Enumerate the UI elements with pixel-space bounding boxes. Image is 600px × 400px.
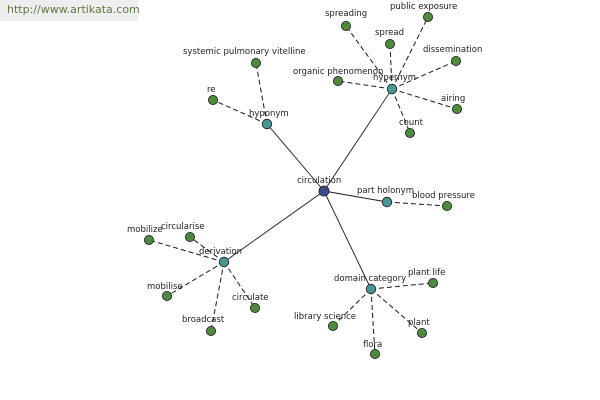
- node-hyponym[interactable]: [261, 118, 273, 130]
- edge-circulation-hyponym: [266, 123, 325, 192]
- edge-derivation-mobilise: [166, 261, 225, 297]
- edge-hyponym-systemic-pulmonary-vitelline: [255, 62, 268, 125]
- leaf-label-organic-phenomenon[interactable]: organic phenomenon: [293, 67, 383, 77]
- relation-label-domain-category[interactable]: domain category: [334, 274, 406, 284]
- watermark: http://www.artikata.com: [0, 0, 140, 21]
- edge-hypernym-public-exposure: [391, 16, 429, 90]
- leaf-label-count[interactable]: count: [399, 118, 424, 128]
- edge-circulation-derivation: [223, 190, 325, 263]
- node-spread[interactable]: [384, 39, 395, 50]
- edge-hypernym-organic-phenomenon: [337, 80, 393, 90]
- leaf-label-plant[interactable]: plant: [408, 318, 430, 328]
- leaf-label-public-exposure[interactable]: public exposure: [390, 2, 457, 12]
- node-dissemination[interactable]: [450, 56, 461, 67]
- node-plant-life[interactable]: [427, 277, 438, 288]
- node-layer: [143, 11, 462, 359]
- center-label-circulation[interactable]: circulation: [297, 176, 341, 186]
- edge-hypernym-spreading: [345, 25, 393, 90]
- leaf-label-flora[interactable]: flora: [363, 340, 382, 350]
- leaf-label-systemic-pulmonary-vitelline[interactable]: systemic pulmonary vitelline: [183, 47, 306, 57]
- edge-domain-category-flora: [370, 288, 376, 355]
- leaf-label-circularise[interactable]: circularise: [161, 222, 205, 232]
- edge-part-holonym-blood-pressure: [386, 201, 448, 207]
- leaf-label-blood-pressure[interactable]: blood pressure: [412, 191, 475, 201]
- edge-domain-category-plant: [370, 288, 423, 334]
- relation-label-part-holonym[interactable]: part holonym: [357, 186, 414, 196]
- node-count[interactable]: [404, 127, 415, 138]
- relation-label-hypernym[interactable]: hypernym: [373, 73, 416, 83]
- node-spreading[interactable]: [340, 20, 351, 31]
- node-derivation[interactable]: [218, 256, 230, 268]
- node-circularise[interactable]: [184, 231, 195, 242]
- edge-hyponym-re: [212, 99, 268, 125]
- node-library-science[interactable]: [327, 320, 338, 331]
- watermark-text: http://www.artikata.com: [7, 3, 140, 16]
- relation-label-hyponym[interactable]: hyponym: [249, 109, 289, 119]
- node-hypernym[interactable]: [386, 83, 398, 95]
- node-mobilise[interactable]: [161, 290, 172, 301]
- leaf-label-mobilise[interactable]: mobilise: [147, 282, 183, 292]
- node-organic-phenomenon[interactable]: [332, 76, 343, 87]
- leaf-label-broadcast[interactable]: broadcast: [182, 315, 225, 325]
- node-circulate[interactable]: [249, 302, 260, 313]
- edge-derivation-mobilize: [148, 239, 225, 263]
- leaf-label-spread[interactable]: spread: [375, 28, 404, 38]
- edge-circulation-part-holonym: [323, 190, 388, 203]
- edge-hypernym-dissemination: [391, 60, 457, 90]
- edge-derivation-broadcast: [210, 261, 225, 332]
- node-domain-category[interactable]: [365, 283, 377, 295]
- leaf-label-library-science[interactable]: library science: [294, 312, 356, 322]
- edge-hypernym-airing: [391, 88, 458, 110]
- node-public-exposure[interactable]: [422, 11, 433, 22]
- leaf-label-re[interactable]: re: [207, 85, 216, 95]
- node-systemic-pulmonary-vitelline[interactable]: [250, 58, 261, 69]
- leaf-label-plant-life[interactable]: plant life: [408, 268, 445, 278]
- edge-derivation-circularise: [189, 236, 225, 263]
- edge-derivation-circulate: [223, 261, 256, 309]
- leaf-label-airing[interactable]: airing: [441, 94, 465, 104]
- node-re[interactable]: [207, 95, 218, 106]
- label-layer: spreading public exposure spread disseminat…: [127, 2, 482, 350]
- node-flora[interactable]: [369, 348, 380, 359]
- edge-circulation-hypernym: [323, 88, 393, 192]
- node-broadcast[interactable]: [205, 325, 216, 336]
- edge-layer: [148, 16, 458, 355]
- leaf-label-spreading[interactable]: spreading: [325, 9, 367, 19]
- node-part-holonym[interactable]: [381, 196, 393, 208]
- node-mobilize[interactable]: [143, 234, 154, 245]
- edge-domain-category-library-science: [332, 288, 372, 327]
- leaf-label-dissemination[interactable]: dissemination: [423, 45, 482, 55]
- leaf-label-circulate[interactable]: circulate: [232, 293, 269, 303]
- node-circulation[interactable]: [318, 185, 330, 197]
- edge-circulation-domain-category: [323, 190, 372, 290]
- edge-domain-category-plant-life: [370, 282, 434, 290]
- leaf-label-mobilize[interactable]: mobilize: [127, 225, 163, 235]
- node-plant[interactable]: [416, 327, 427, 338]
- relation-label-derivation[interactable]: derivation: [199, 247, 242, 257]
- node-airing[interactable]: [451, 104, 462, 115]
- node-blood-pressure[interactable]: [441, 200, 452, 211]
